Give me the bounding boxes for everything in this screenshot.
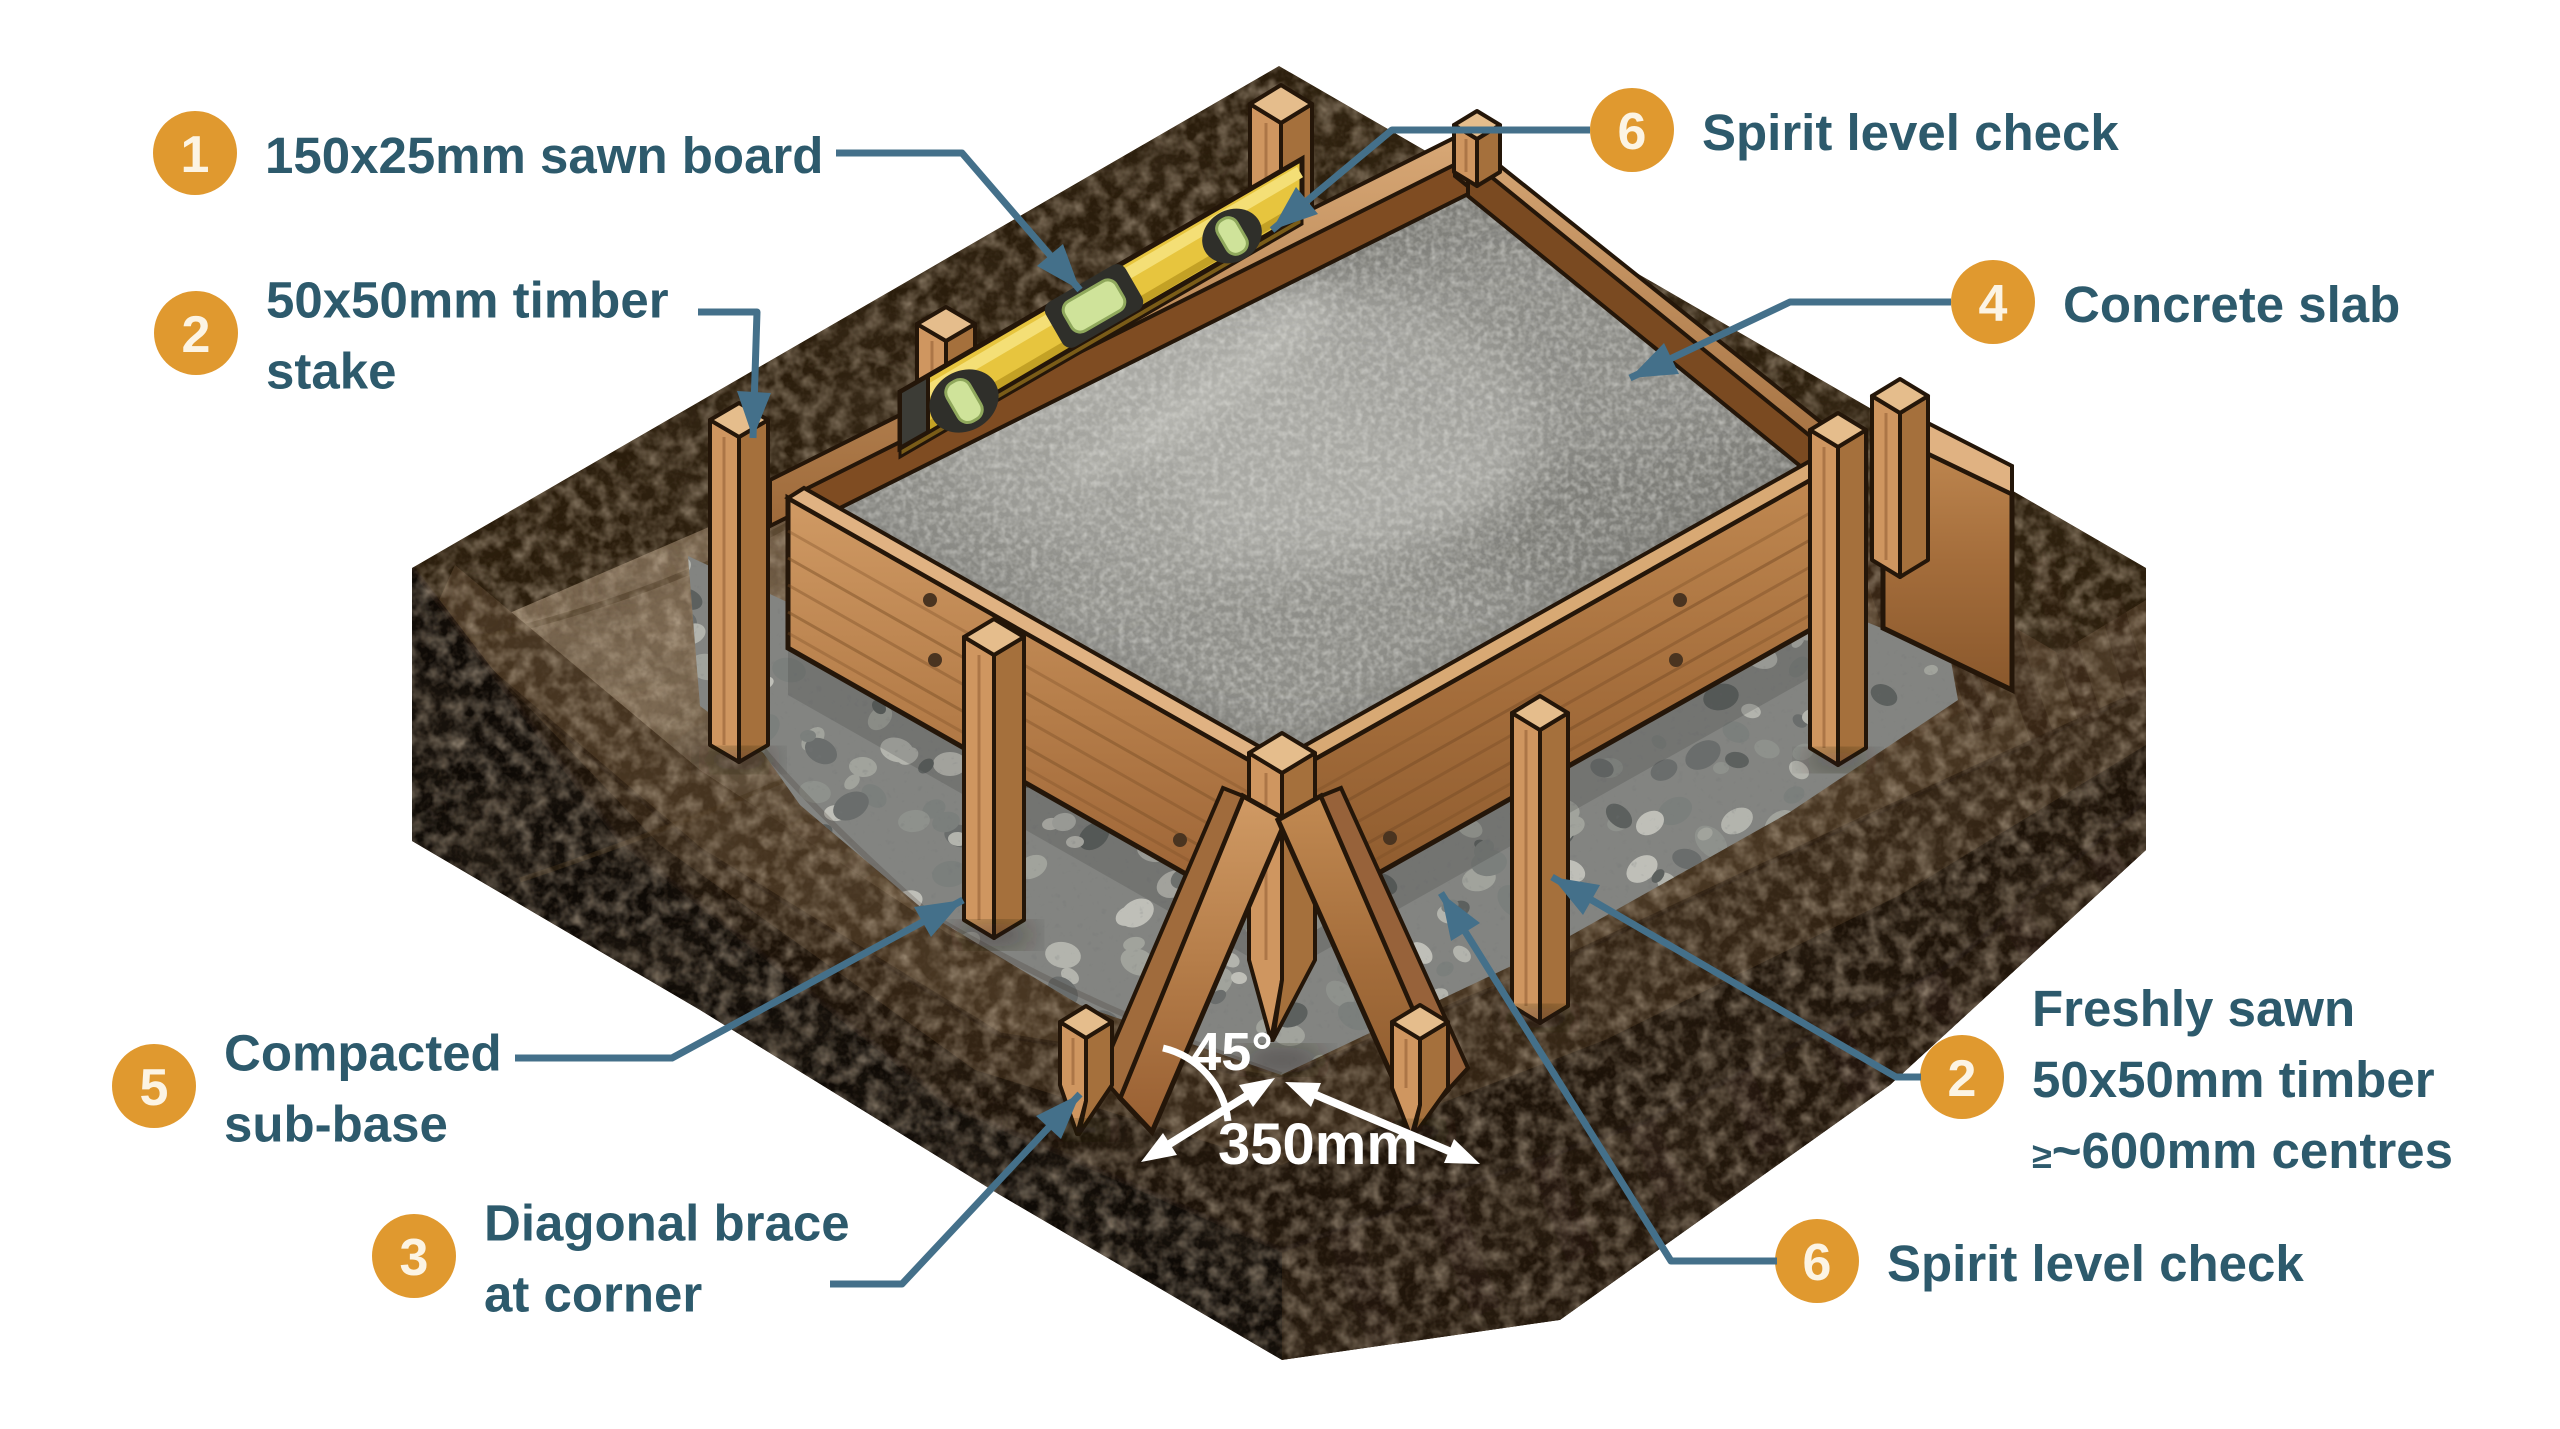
svg-text:350mm: 350mm [1218, 1112, 1418, 1177]
svg-text:Spirit level check: Spirit level check [1702, 104, 2119, 161]
svg-text:stake: stake [266, 343, 396, 400]
svg-text:sub-base: sub-base [224, 1096, 448, 1153]
svg-text:6: 6 [1618, 103, 1647, 161]
svg-text:at corner: at corner [484, 1266, 702, 1323]
svg-text:Concrete slab: Concrete slab [2063, 276, 2400, 333]
svg-text:≥~600mm centres: ≥~600mm centres [2032, 1122, 2453, 1179]
svg-text:50x50mm timber: 50x50mm timber [2032, 1051, 2435, 1108]
svg-text:Diagonal brace: Diagonal brace [484, 1195, 850, 1252]
svg-text:5: 5 [140, 1059, 169, 1117]
svg-text:6: 6 [1803, 1234, 1832, 1292]
svg-text:150x25mm sawn board: 150x25mm sawn board [265, 127, 823, 184]
svg-text:1: 1 [181, 126, 210, 184]
svg-text:45°: 45° [1191, 1022, 1273, 1082]
svg-text:Spirit level check: Spirit level check [1887, 1235, 2304, 1292]
svg-text:Compacted: Compacted [224, 1025, 502, 1082]
svg-text:3: 3 [400, 1229, 429, 1287]
svg-text:50x50mm timber: 50x50mm timber [266, 272, 669, 329]
svg-text:2: 2 [182, 306, 211, 364]
svg-text:2: 2 [1948, 1050, 1977, 1108]
svg-text:Freshly sawn: Freshly sawn [2032, 980, 2355, 1037]
svg-text:4: 4 [1979, 275, 2008, 333]
